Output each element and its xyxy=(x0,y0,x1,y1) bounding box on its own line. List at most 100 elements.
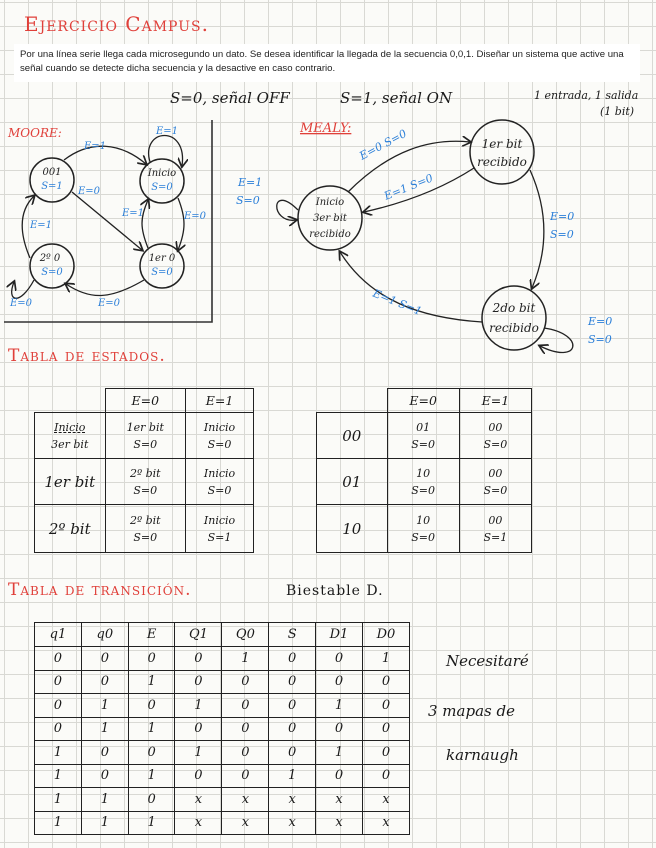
note-signal-off: S=0, señal OFF xyxy=(170,89,290,107)
moore-state-second-zero-name: 2º 0 xyxy=(39,253,61,264)
transition-table-subtitle: Biestable D. xyxy=(286,583,384,599)
coded-table-header: E=1 xyxy=(458,388,533,413)
mealy-edge-firstbit-secondbit xyxy=(530,169,545,288)
transition-cell: 0 xyxy=(221,740,270,765)
mealy-edge-label-5: E=1 S=1 xyxy=(370,286,424,318)
moore-edge-secondzero-self xyxy=(12,280,35,299)
moore-edge-label-3: E=0 xyxy=(77,186,101,197)
note-io-line2: (1 bit) xyxy=(600,105,635,118)
transition-cell: 1 xyxy=(174,693,223,718)
coded-table-row-code: 01 xyxy=(316,458,388,505)
transition-header-cell: Q0 xyxy=(221,622,270,647)
transition-cell: 1 xyxy=(80,787,129,812)
transition-cell: 1 xyxy=(80,693,129,718)
mealy-state-second-bit: 2do bit recibido xyxy=(481,285,547,351)
transition-cell: 1 xyxy=(34,763,82,788)
problem-statement: Por una línea serie llega cada microsegu… xyxy=(14,44,640,82)
moore-frame xyxy=(4,120,213,323)
transition-cell: 1 xyxy=(34,810,82,835)
transition-cell: x xyxy=(174,787,223,812)
transition-cell: x xyxy=(361,810,411,835)
moore-state-second-zero: 2º 0 S=0 xyxy=(29,243,75,289)
transition-header-cell: q0 xyxy=(80,622,129,647)
moore-edge-001-inicio xyxy=(63,145,146,164)
transition-cell: x xyxy=(268,787,316,812)
mealy-edge-secondbit-self xyxy=(540,327,574,352)
transition-cell: 0 xyxy=(315,669,363,694)
note-signal-on: S=1, señal ON xyxy=(340,89,453,107)
mealy-edge-label-3: E=1 S=0 xyxy=(381,171,435,203)
mealy-state-inicio-line3: recibido xyxy=(309,229,351,240)
transition-cell: 0 xyxy=(361,693,411,718)
mealy-edge-label-4a: E=0 xyxy=(549,210,574,223)
transition-cell: 0 xyxy=(127,740,176,765)
coded-table-row-code: 00 xyxy=(316,412,388,459)
transition-cell: 0 xyxy=(268,646,316,671)
mealy-state-first-bit-line2: recibido xyxy=(477,155,527,169)
coded-table-header: E=0 xyxy=(386,388,460,413)
transition-cell: 0 xyxy=(361,763,411,788)
transition-cell: 0 xyxy=(361,716,411,741)
mealy-edge-label-4b: S=0 xyxy=(550,228,574,241)
transition-cell: 1 xyxy=(221,646,270,671)
mealy-edge-secondbit-inicio xyxy=(340,252,483,323)
state-table-row-label: 1er bit xyxy=(34,458,106,505)
mealy-edge-inicio-firstbit xyxy=(347,141,470,193)
transition-cell: 0 xyxy=(315,646,363,671)
transition-cell: 0 xyxy=(174,716,223,741)
transition-cell: 1 xyxy=(127,763,176,788)
transition-cell: 0 xyxy=(80,763,129,788)
state-table-header: E=1 xyxy=(185,388,254,413)
moore-edge-firstzero-inicio xyxy=(142,200,148,249)
mealy-label: MEALY: xyxy=(299,121,351,136)
transition-cell: 0 xyxy=(268,693,316,718)
mealy-edge-label-2: E=0 S=0 xyxy=(356,127,408,163)
moore-state-inicio: Inicio S=0 xyxy=(139,158,185,204)
kmap-note-line3: karnaugh xyxy=(446,746,519,764)
moore-edge-label-8: E=0 xyxy=(9,298,33,309)
transition-header-cell: E xyxy=(127,622,176,647)
transition-cell: 0 xyxy=(34,693,82,718)
transition-cell: 1 xyxy=(80,716,129,741)
transition-header-cell: D0 xyxy=(361,622,411,647)
kmap-note-line2: 3 mapas de xyxy=(428,702,515,720)
transition-cell: 1 xyxy=(127,716,176,741)
transition-cell: 1 xyxy=(34,787,82,812)
page-title: Ejercicio Campus. xyxy=(24,12,209,36)
state-table-row-label: 2º bit xyxy=(34,504,106,553)
transition-header-cell: S xyxy=(268,622,316,647)
mealy-state-second-bit-line2: recibido xyxy=(489,321,539,335)
moore-edge-label-5: E=1 xyxy=(121,208,144,219)
transition-cell: 0 xyxy=(127,693,176,718)
moore-edge-label-7: E=0 xyxy=(97,298,121,309)
moore-edge-001-firstzero xyxy=(71,191,142,250)
moore-state-second-zero-output: S=0 xyxy=(41,267,63,278)
transition-cell: 0 xyxy=(127,787,176,812)
kmap-note-line1: Necesitaré xyxy=(446,652,529,670)
transition-cell: x xyxy=(361,787,411,812)
transition-cell: 0 xyxy=(80,740,129,765)
transition-cell: 0 xyxy=(127,646,176,671)
transition-cell: 0 xyxy=(174,763,223,788)
moore-state-001: 001 S=1 xyxy=(29,157,75,203)
moore-edge-secondzero-001 xyxy=(21,196,34,259)
transition-cell: 1 xyxy=(315,740,363,765)
transition-cell: 0 xyxy=(268,740,316,765)
